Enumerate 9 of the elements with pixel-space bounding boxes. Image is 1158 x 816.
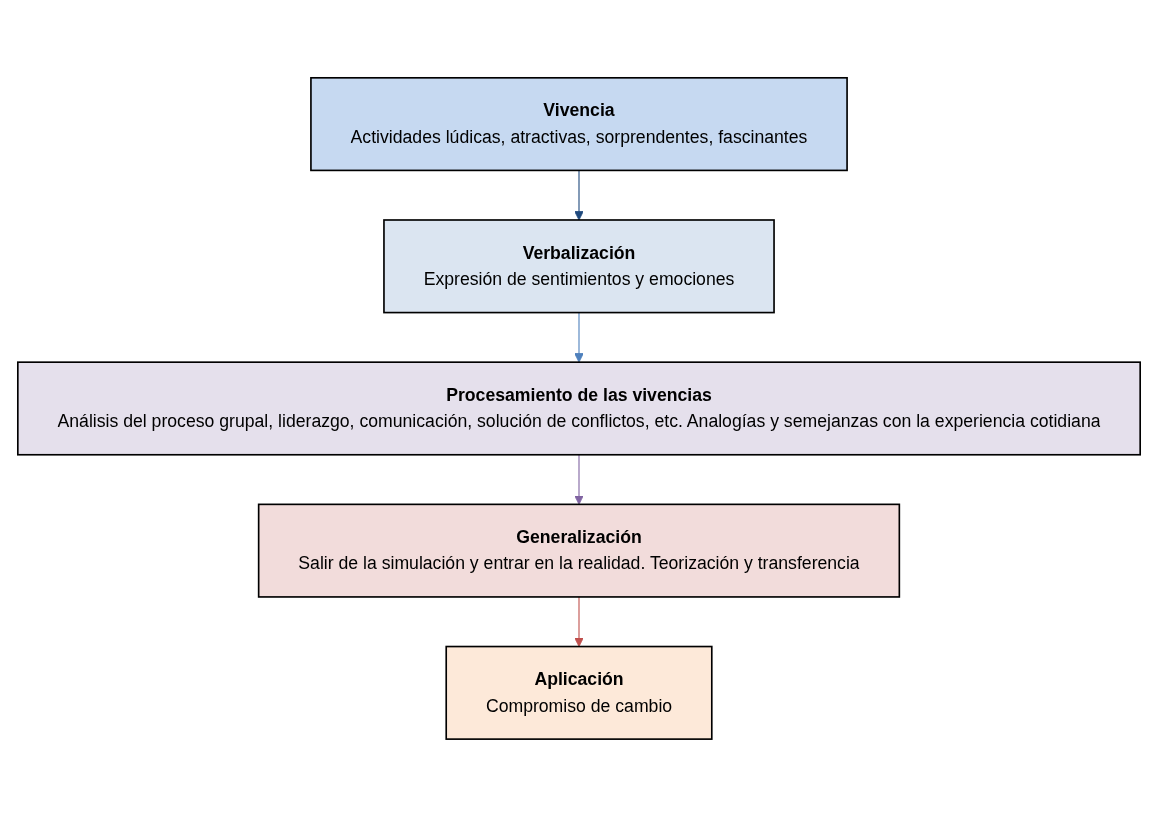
node-box: Generalización Salir de la simulación y entrar en la realidad. Teorización y transferencia (257, 503, 901, 598)
arrow (574, 311, 584, 363)
node-box: Procesamiento de las vivencias Análisis del proceso grupal, liderazgo, comunicación, solución de conflictos, etc. Analogías y semejanzas con la experiencia cotidiana (17, 360, 1141, 456)
node-box: Aplicación Compromiso de cambio (445, 645, 713, 740)
node-box: Verbalización Expresión de sentimientos y emociones (383, 218, 775, 313)
arrow (574, 169, 584, 220)
arrow (574, 595, 584, 647)
arrow (574, 453, 584, 505)
node-box: Vivencia Actividades lúdicas, atractivas, sorprendentes, fascinantes (310, 76, 848, 171)
